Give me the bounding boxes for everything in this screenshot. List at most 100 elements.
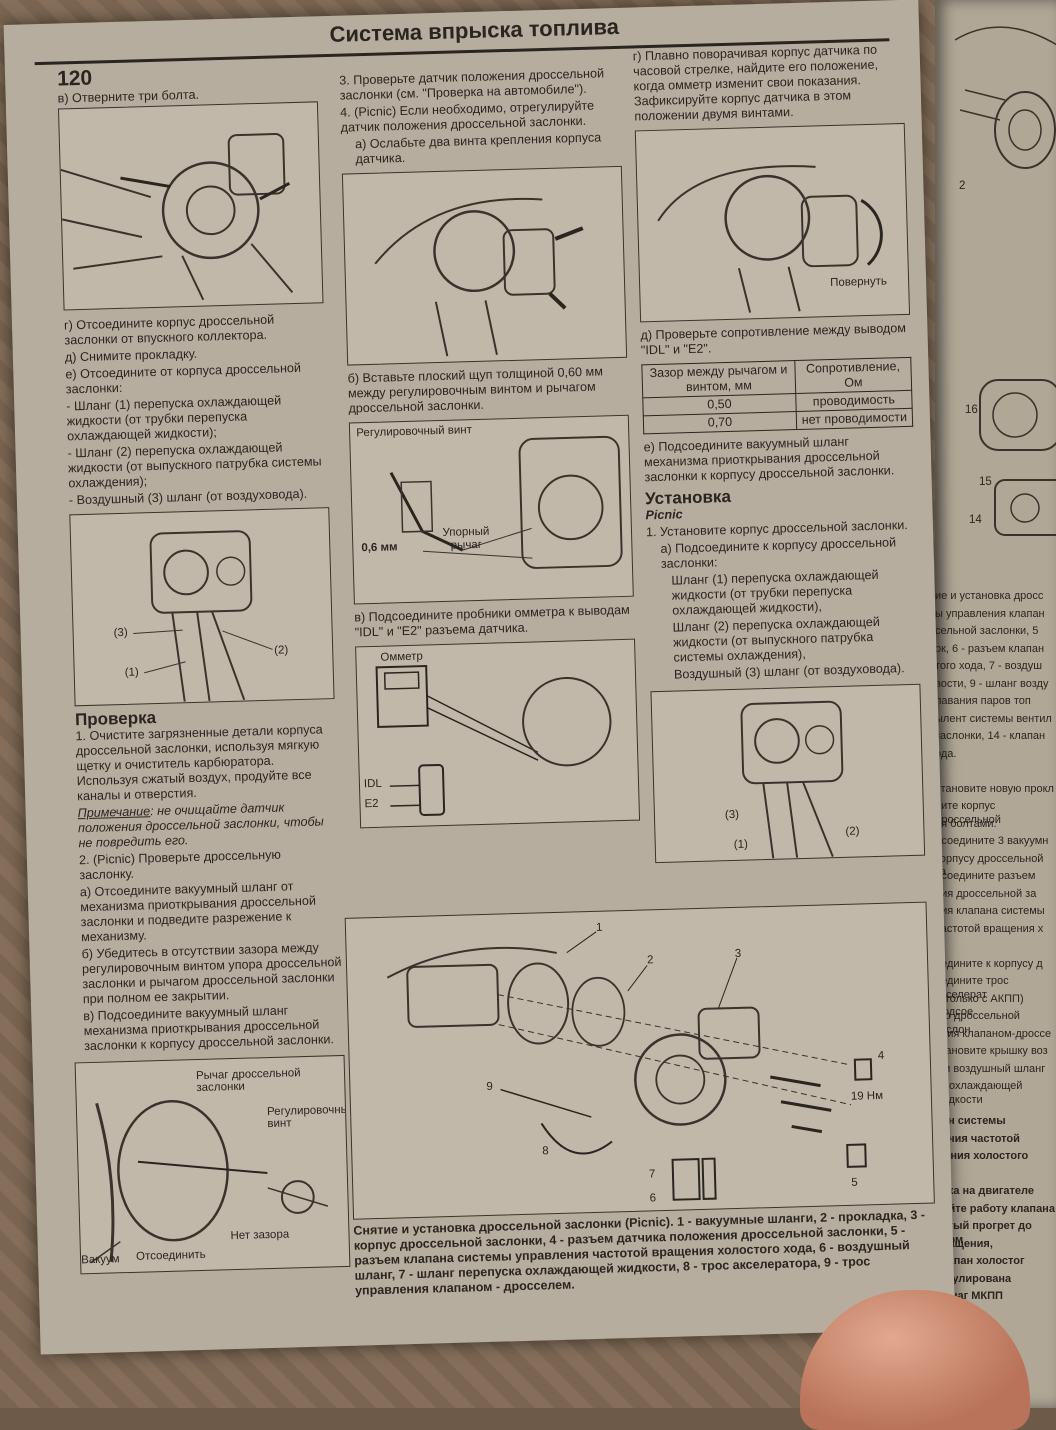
check-step-2a: а) Отсоедините вакуумный шланг от механи…: [79, 879, 317, 945]
figure-install-hoses: (3) (1) (2): [650, 683, 926, 864]
figure-hoses: (3) (1) (2): [69, 507, 335, 707]
step-4: 4. (Picnic) Если необходимо, отрегулируй…: [339, 98, 595, 135]
figure-ohmmeter: Омметр IDL E2: [355, 638, 641, 829]
hose-label-1: (1): [124, 666, 139, 679]
hose-2-text: - Шланг (2) перепуска охлаждающей жидкос…: [67, 440, 322, 491]
right-page-line: ройте работу клапана: [935, 1202, 1055, 1215]
install-label-2: (2): [845, 825, 860, 838]
table-cell: нет проводимости: [796, 408, 913, 430]
right-page-line: ните корпус дроссельной: [935, 800, 1001, 826]
install-hose-2: Шланг (2) перепуска охлаждающей жидкости…: [672, 614, 881, 665]
no-gap-label: Нет зазора: [230, 1228, 290, 1243]
figure-exploded-view: 1 2 3 4 5 6 7 8 9 19 Нм: [344, 901, 935, 1220]
step-e: е) Отсоедините от корпуса дроссельной за…: [65, 360, 302, 397]
step-g: г) Отсоедините корпус дроссельной заслон…: [63, 312, 275, 348]
step-3: 3. Проверьте датчик положения дроссельно…: [339, 66, 605, 103]
figure-sensor-screws: [341, 165, 628, 366]
right-label-15: 15: [979, 476, 992, 488]
right-page-line: ерка на двигателе: [935, 1185, 1035, 1197]
feeler-mm-label: 0,6 мм: [361, 541, 398, 555]
note-label: Примечание: [77, 804, 151, 821]
step-4a: а) Ослабьте два винта крепления корпуса …: [354, 130, 602, 167]
right-page-line: того хода, 7 - воздуш: [935, 660, 1043, 672]
right-page-line: щения холостого: [935, 1150, 1029, 1162]
hose-1-text: - Шланг (1) перепуска охлаждающей жидкос…: [66, 393, 282, 444]
part-number-2: 2: [646, 954, 654, 967]
install-label-1: (1): [733, 838, 749, 851]
right-page-line: ы управления клапан: [935, 607, 1045, 620]
right-page-line: ки охлаждающей жидкости: [935, 1080, 1023, 1106]
right-page-line: е и воздушный шланг: [935, 1062, 1046, 1075]
table-header-resistance: Сопротивление, Ом: [794, 357, 912, 394]
right-page-line: сельной заслонки, 5: [935, 625, 1039, 637]
right-page-line: ния дроссельной за: [935, 887, 1037, 900]
right-page-line: ылент системы вентил: [935, 712, 1052, 725]
right-page-line: становите новую прокл: [935, 782, 1054, 795]
right-page-line: лан системы: [935, 1115, 1006, 1127]
right-page-line: ения клапаном-дроссе: [935, 1027, 1052, 1040]
check-step-2: 2. (Picnic) Проверьте дроссельную заслон…: [78, 847, 282, 883]
right-page-line: лавания паров топ: [935, 695, 1031, 707]
table-cell: 0,70: [643, 411, 797, 434]
step-4v: в) Подсоедините пробники омметра к вывод…: [354, 602, 630, 640]
check-step-2c: в) Подсоедините вакуумный шланг механизм…: [83, 1003, 335, 1054]
figure-rotate-sensor: Повернуть: [634, 122, 911, 323]
idl-label: IDL: [363, 777, 383, 791]
check-step-1: 1. Очистите загрязненные детали корпуса …: [75, 722, 323, 804]
right-label-2: 2: [959, 180, 966, 192]
hose-label-3: (3): [113, 626, 128, 640]
right-page-line: дсоедините разъем: [935, 870, 1036, 882]
right-page-line: клапан холостог: [935, 1255, 1025, 1267]
note: Примечание: не очищайте датчик положения…: [77, 799, 338, 851]
right-page-line: частотой вращения х: [935, 922, 1044, 935]
step-4b: б) Вставьте плоский щуп толщиной 0,60 мм…: [347, 364, 604, 416]
part-number-6: 6: [649, 1192, 657, 1205]
section-title: Система впрыска топлива: [329, 13, 620, 47]
column-1: в) Отверните три болта. г) Отсоедините к…: [57, 84, 351, 1275]
step-4e: е) Подсоедините вакуумный шланг механизм…: [643, 434, 895, 485]
right-page-line: вости, 9 - шланг возду: [935, 677, 1049, 690]
figure-no-gap: Рычаг дроссельной заслонки Регулировочны…: [74, 1054, 351, 1275]
rotate-label: Повернуть: [829, 275, 888, 290]
ohmmeter-label: Омметр: [380, 650, 424, 664]
right-page-line: оедините трос акселерат: [935, 975, 1009, 1001]
install-step-1a: а) Подсоедините к корпусу дроссельной за…: [660, 535, 897, 571]
figure-feeler-gauge: Регулировочный винт 0,6 мм Упорный рычаг: [348, 414, 634, 605]
install-label-3: (3): [724, 808, 740, 822]
right-page-line: заслонки, 14 - клапан: [935, 730, 1046, 742]
exploded-caption: Снятие и установка дроссельной заслонки …: [353, 1207, 926, 1298]
step-4g: г) Плавно поворачивая корпус датчика по …: [632, 42, 879, 124]
right-page-line: ния клапана системы: [935, 905, 1045, 917]
right-page-line: становите крышку воз: [935, 1045, 1048, 1057]
right-page-line: оедините к корпусу д: [935, 957, 1043, 970]
right-page-line: ления частотой: [935, 1132, 1020, 1145]
right-page-line: ода.: [935, 747, 957, 760]
disconnect-label: Отсоединить: [135, 1248, 206, 1263]
right-label-14: 14: [969, 514, 982, 526]
part-number-3: 3: [734, 947, 742, 960]
part-number-8: 8: [542, 1145, 549, 1158]
e2-label: E2: [364, 797, 379, 811]
check-step-2b: б) Убедитесь в отсутствии зазора между р…: [81, 940, 342, 1007]
book-page: Система впрыска топлива 120 в) Отверните…: [3, 0, 956, 1355]
right-page-line: ия болтами.: [935, 817, 997, 830]
right-label-16: 16: [965, 404, 978, 416]
resistance-table: Зазор между рычагом и винтом, мм Сопроти…: [641, 357, 913, 435]
right-figure-mid: [940, 370, 1056, 580]
torque-label: 19 Нм: [850, 1089, 884, 1103]
page-number: 120: [56, 66, 93, 91]
hose-label-2: (2): [274, 644, 289, 657]
table-header-gap: Зазор между рычагом и винтом, мм: [641, 360, 796, 398]
stop-lever-label: Упорный рычаг: [442, 525, 490, 552]
part-number-1: 1: [595, 921, 603, 934]
part-number-5: 5: [851, 1176, 858, 1189]
column-2: 3. Проверьте датчик положения дроссельно…: [339, 66, 641, 829]
right-page-line: ие и установка дросс: [935, 590, 1044, 602]
adjust-screw-label: Регулировочный винт: [266, 1103, 351, 1131]
part-number-9: 9: [486, 1080, 494, 1093]
right-page-line: дсоедините 3 вакуумн: [935, 835, 1049, 847]
right-page-line: ок, 6 - разъем клапан: [935, 642, 1045, 655]
vacuum-label: Вакуум: [80, 1253, 120, 1267]
install-hose-1: Шланг (1) перепуска охлаждающей жидкости…: [671, 567, 879, 618]
right-figure-top: [945, 20, 1056, 200]
